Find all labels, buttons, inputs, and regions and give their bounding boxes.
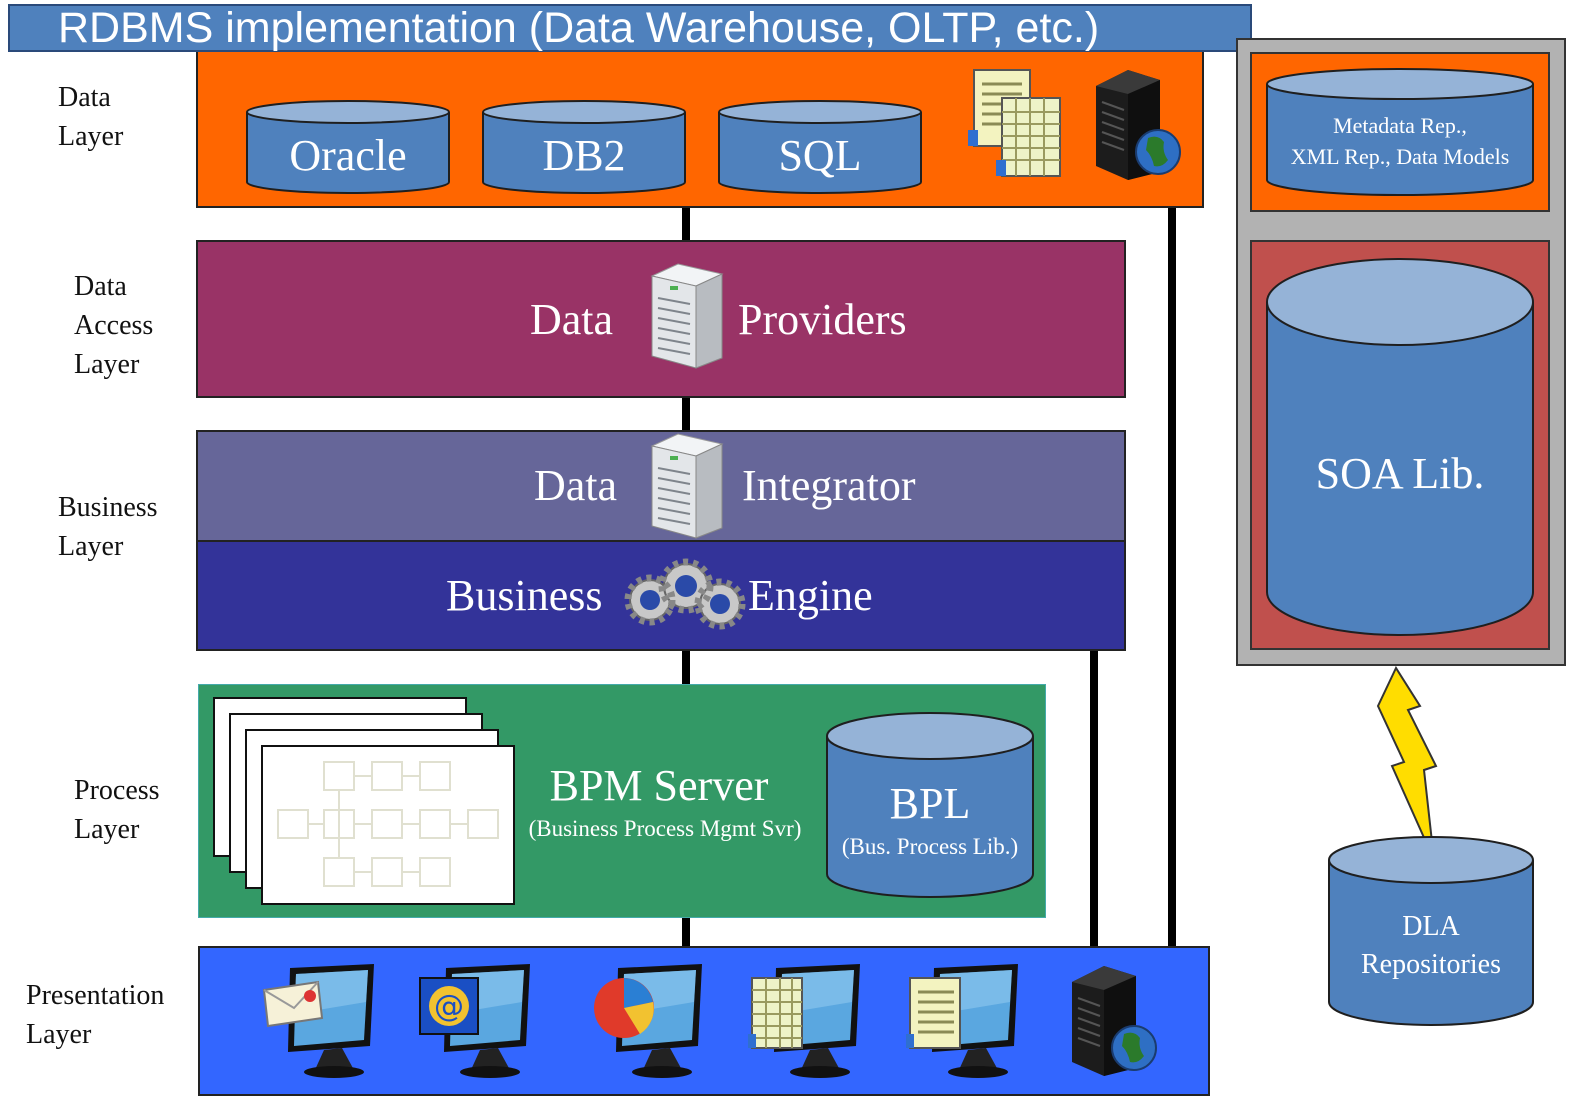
soa-label: SOA Lib. (1315, 449, 1485, 498)
svg-text:@: @ (434, 989, 464, 1024)
bpm-server-subtitle: (Business Process Mgmt Svr) (528, 816, 802, 841)
documents-icon (966, 68, 1066, 180)
dla-repositories-cylinder: DLA Repositories (1328, 836, 1534, 1026)
integrator-right-label: Integrator (742, 461, 916, 510)
bpl-subtitle: (Bus. Process Lib.) (841, 834, 1019, 859)
server-icon (648, 432, 726, 540)
database-label: SQL (778, 131, 862, 180)
gears-icon (624, 558, 746, 632)
cylinder-icon (826, 712, 1034, 898)
monitor-document-icon (906, 962, 1036, 1082)
soa-library-cylinder: SOA Lib. (1266, 258, 1534, 638)
server-icon (648, 262, 726, 370)
database-sql: SQL (718, 100, 922, 194)
database-db2: DB2 (482, 100, 686, 194)
engine-right-label: Engine (748, 571, 873, 620)
bpl-library-cylinder: BPL (Bus. Process Lib.) (826, 712, 1034, 898)
cylinder-icon (1328, 836, 1534, 1026)
dla-label: DLA Repositories (1361, 911, 1501, 980)
metadata-repository-cylinder: Metadata Rep., XML Rep., Data Models (1266, 68, 1534, 196)
engine-left-label: Business (446, 571, 603, 620)
cylinder-icon (482, 100, 686, 194)
monitor-at-icon: @ (418, 962, 548, 1082)
process-diagram-pages-icon (212, 696, 516, 906)
lightning-bolt-icon (1374, 665, 1450, 862)
database-oracle: Oracle (246, 100, 450, 194)
data-access-right-label: Providers (738, 295, 907, 344)
layer-label-business: Business Layer (58, 492, 158, 562)
data-access-left-label: Data (530, 295, 614, 344)
cylinder-icon (1266, 68, 1534, 196)
connector-line-data-presentation (1168, 200, 1176, 960)
metadata-label: Metadata Rep., XML Rep., Data Models (1290, 113, 1510, 169)
connector-line-business-presentation (1090, 640, 1098, 960)
bpl-title: BPL (889, 779, 971, 828)
server-globe-icon (1092, 68, 1184, 182)
monitor-pie-chart-icon (590, 962, 720, 1082)
page-title: RDBMS implementation (Data Warehouse, OL… (58, 4, 1100, 52)
database-label: DB2 (542, 131, 626, 180)
database-label: Oracle (289, 131, 407, 180)
layer-label-data: Data Layer (58, 82, 124, 152)
bpm-server-title: BPM Server (549, 761, 769, 810)
cylinder-icon (718, 100, 922, 194)
title-bar (8, 4, 1252, 52)
monitor-email-icon (262, 962, 392, 1082)
integrator-left-label: Data (534, 461, 618, 510)
cylinder-icon (1266, 258, 1534, 636)
monitor-spreadsheet-icon (748, 962, 878, 1082)
layer-label-presentation: Presentation Layer (26, 980, 165, 1050)
layer-label-process: Process Layer (74, 775, 160, 845)
server-globe-icon (1068, 964, 1160, 1078)
cylinder-icon (246, 100, 450, 194)
layer-label-data-access: Data Access Layer (74, 271, 154, 380)
